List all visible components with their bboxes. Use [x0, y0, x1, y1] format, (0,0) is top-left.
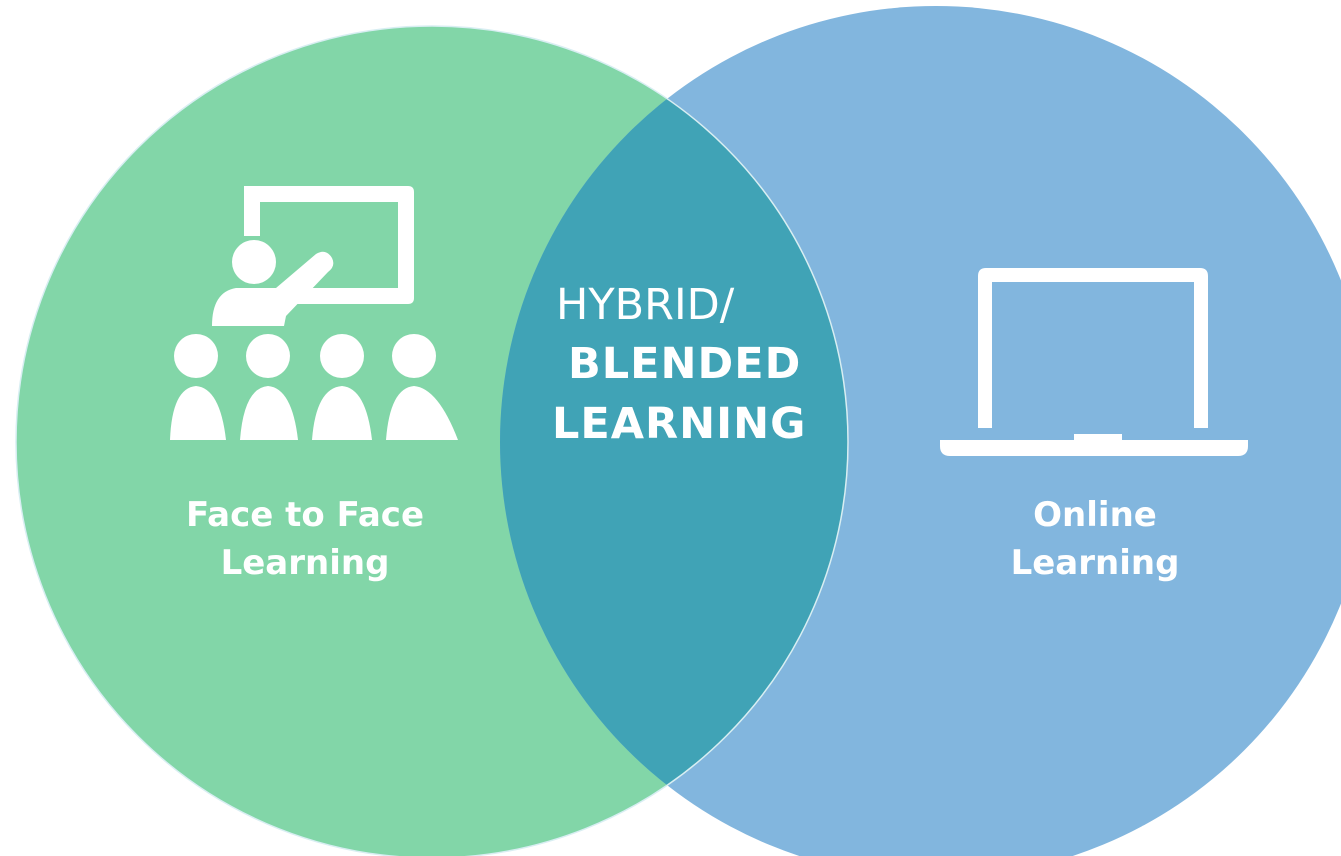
hybrid-label-line1: HYBRID/ — [556, 280, 735, 330]
online-label-line1: Online — [1033, 495, 1157, 535]
hybrid-label-line2: BLENDED — [568, 339, 802, 390]
overlap-outline — [15, 25, 849, 856]
laptop-icon — [940, 268, 1248, 456]
online-label-line2: Learning — [1010, 542, 1180, 583]
hybrid-label: HYBRID/ BLENDED LEARNING — [540, 276, 860, 454]
hybrid-label-line3: LEARNING — [552, 398, 807, 449]
online-label: Online Learning — [915, 492, 1275, 587]
hybrid-overlap-region — [500, 26, 848, 856]
face-to-face-label: Face to Face Learning — [120, 492, 490, 587]
face-to-face-label-line1: Face to Face — [185, 495, 425, 535]
teacher-classroom-icon — [170, 186, 458, 440]
face-to-face-label-line2: Learning — [220, 542, 390, 583]
